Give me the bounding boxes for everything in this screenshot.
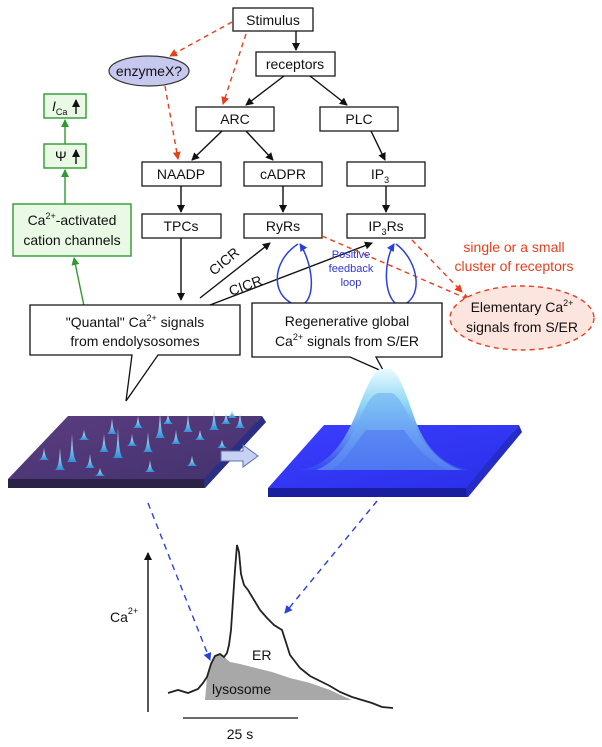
ca-spark xyxy=(227,410,237,418)
cadpr-label: cADPR xyxy=(260,166,306,182)
cicr-label-1: CICR xyxy=(206,244,243,278)
cicr-label-2: CICR xyxy=(227,272,265,299)
ca-spark xyxy=(67,434,77,462)
naadp-label: NAADP xyxy=(157,166,205,182)
cation-channels-box: Ca2+-activated cation channels xyxy=(12,203,132,257)
ip3rs-label: IP3Rs xyxy=(368,218,403,237)
ca-trace-line xyxy=(167,544,394,709)
ca-spark xyxy=(107,418,117,434)
ip3-box: IP3 xyxy=(346,161,426,187)
lysosome-area xyxy=(205,654,352,700)
ca-spark xyxy=(95,468,105,476)
cadpr-box: cADPR xyxy=(243,161,323,187)
tpcs-label: TPCs xyxy=(164,218,199,234)
ca-spark xyxy=(195,430,205,440)
elementary-label-2: signals from S/ER xyxy=(466,319,578,335)
cation-label-2: cation channels xyxy=(23,232,120,248)
stimulus-label: Stimulus xyxy=(246,12,300,28)
ca-spark xyxy=(55,448,65,470)
feedback-label-3: loop xyxy=(341,277,362,289)
lysosome-label: lysosome xyxy=(212,681,271,697)
ryrs-label: RyRs xyxy=(266,218,300,234)
feedback-label-2: feedback xyxy=(329,263,374,275)
regen-label-2: Ca2+ signals from S/ER xyxy=(275,332,419,349)
ca-spark xyxy=(133,416,143,428)
elementary-ellipse: Elementary Ca2+ signals from S/ER xyxy=(449,285,595,351)
er-to-trace-arrow xyxy=(284,500,378,614)
plc-label: PLC xyxy=(345,111,372,127)
regen-label-1: Regenerative global xyxy=(285,313,410,329)
ca-spark xyxy=(113,428,123,458)
arc-label: ARC xyxy=(220,111,250,127)
er-signal-plane xyxy=(268,369,522,497)
stimulus-box: Stimulus xyxy=(232,7,314,32)
enzyme-label: enzymeX? xyxy=(116,63,182,79)
ica-box: ICa xyxy=(43,93,87,119)
receptors-box: receptors xyxy=(255,51,336,77)
ip3rs-box: IP3Rs xyxy=(346,213,426,239)
er-label: ER xyxy=(252,647,271,663)
ica-label: ICa xyxy=(52,98,67,117)
quantal-label-1: "Quantal" Ca2+ signals xyxy=(66,313,205,330)
trace-ylabel: Ca2+ xyxy=(110,606,138,625)
ca-spark xyxy=(163,414,173,424)
flow-arrows xyxy=(177,31,390,306)
ca-spark xyxy=(221,412,231,424)
ip3-label: IP3 xyxy=(371,166,389,185)
positive-feedback-loop: Positive feedback loop xyxy=(276,243,417,307)
ca-spark xyxy=(39,448,49,460)
lysosome-to-trace-arrow xyxy=(147,502,212,661)
ca-spark xyxy=(99,434,109,452)
feedback-label-1: Positive xyxy=(332,249,371,261)
ca-spark xyxy=(217,440,227,448)
ca-spark xyxy=(155,412,165,438)
calcium-trace: Ca2+ ER lysosome 25 s xyxy=(110,544,394,742)
regenerative-callout: Regenerative global Ca2+ signals from S/… xyxy=(251,302,443,374)
cation-label-1: Ca2+-activated xyxy=(28,211,117,228)
elementary-label-1: Elementary Ca2+ xyxy=(471,298,574,315)
quantal-callout: "Quantal" Ca2+ signals from endolysosome… xyxy=(29,304,241,402)
scale-label: 25 s xyxy=(227,726,253,742)
ca-spark xyxy=(187,456,197,466)
arc-box: ARC xyxy=(195,106,275,132)
lysosome-signal-plane xyxy=(8,408,266,488)
ca-spark xyxy=(143,432,153,452)
green-arrows xyxy=(61,119,85,307)
tpcs-box: TPCs xyxy=(141,213,222,239)
ca-spark xyxy=(183,414,193,432)
ryrs-box: RyRs xyxy=(243,213,323,239)
receptors-label: receptors xyxy=(266,56,324,72)
ca-spark xyxy=(79,430,89,440)
ca-spark xyxy=(127,434,137,446)
ca-spark xyxy=(85,454,95,468)
receptor-note-2: cluster of receptors xyxy=(454,258,573,274)
receptor-note-1: single or a small xyxy=(463,239,564,255)
ca-spark xyxy=(171,430,181,444)
red-dashed-arrows xyxy=(164,21,471,301)
naadp-box: NAADP xyxy=(141,161,222,187)
ca-spark xyxy=(235,412,245,428)
ca-spark xyxy=(145,460,155,472)
psi-box: Ψ xyxy=(43,143,87,169)
plc-box: PLC xyxy=(319,106,399,132)
ca-spark xyxy=(209,408,219,430)
transition-arrow xyxy=(220,444,259,468)
ca-sparks xyxy=(39,408,245,476)
quantal-label-2: from endolysosomes xyxy=(70,333,199,349)
psi-label: Ψ xyxy=(55,148,67,164)
enzyme-ellipse: enzymeX? xyxy=(108,55,190,87)
